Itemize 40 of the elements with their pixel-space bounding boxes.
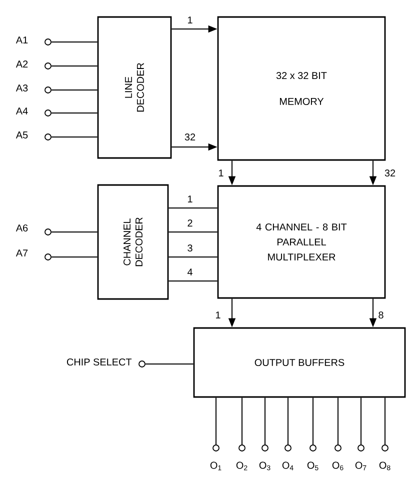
pin-label: O$_{1}$ [210, 462, 222, 470]
pin-label: A6 [16, 224, 28, 232]
pin-label: A7 [16, 250, 28, 256]
pin-label: A2 [16, 60, 28, 68]
edge-label: 1 [216, 312, 220, 318]
pin-label: A4 [16, 108, 28, 114]
edge-label: 3 [188, 244, 192, 252]
edge-label: 4 [187, 268, 192, 276]
buffer-box: OUTPUT BUFFERS [193, 327, 406, 398]
connector [50, 112, 98, 114]
decoder-box: LINE DECODER [97, 16, 172, 159]
multiplexer-box: 4 CHANNEL - 8 BIT PARALLEL MULTIPLEXER [217, 185, 386, 299]
edge-label: 32 [184, 133, 196, 141]
connector [312, 397, 314, 446]
connector [384, 397, 386, 446]
connector [168, 256, 218, 258]
pin-label: O$_{4}$ [282, 462, 294, 470]
pin-label: O$_{8}$ [379, 462, 390, 470]
edge-label: 32 [384, 169, 396, 177]
connector [50, 256, 98, 258]
pin-label: CHIP SELECT [66, 358, 132, 366]
memory-box: 32 x 32 BIT MEMORY [217, 16, 386, 161]
pin-label: A3 [16, 84, 28, 92]
pin-label: O$_{7}$ [355, 462, 366, 470]
pin-label: A1 [16, 36, 28, 44]
edge-label: 1 [219, 170, 224, 176]
pin-label: O$_{2}$ [236, 462, 248, 470]
edge-label: 1 [188, 16, 192, 24]
connector [360, 397, 362, 446]
pin-label: O$_{6}$ [332, 462, 344, 470]
pin-label: O$_{3}$ [259, 462, 270, 470]
decoder-box: CHANNEL DECODER [97, 184, 169, 300]
edge-label: 8 [378, 311, 384, 319]
edge-label: 1 [188, 196, 192, 202]
connector [50, 136, 98, 138]
pin-label: O$_{5}$ [307, 462, 318, 470]
pin-label: A5 [16, 132, 28, 138]
connector [168, 280, 218, 282]
edge-label: 2 [188, 220, 192, 226]
connector [264, 397, 266, 446]
